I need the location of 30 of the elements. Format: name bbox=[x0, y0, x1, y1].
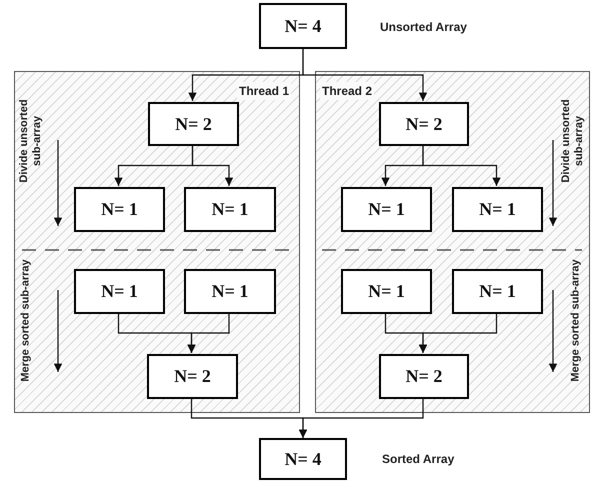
process-box: N= 2 bbox=[148, 102, 239, 146]
process-box: N= 4 bbox=[259, 3, 347, 49]
thread-panel bbox=[315, 71, 590, 413]
phase-label: Divide unsorted sub-array bbox=[560, 98, 586, 185]
arrow bbox=[298, 398, 424, 438]
arrow bbox=[302, 49, 428, 101]
process-box: N= 2 bbox=[147, 354, 238, 399]
process-box: N= 1 bbox=[452, 269, 543, 314]
phase-label: Merge sorted sub-array bbox=[570, 258, 582, 384]
phase-label: Merge sorted sub-array bbox=[20, 258, 32, 384]
thread-panel bbox=[14, 71, 300, 413]
process-box: N= 2 bbox=[379, 102, 469, 146]
arrow bbox=[418, 313, 498, 353]
thread-label: Thread 1 bbox=[236, 82, 291, 100]
process-box: N= 1 bbox=[184, 187, 276, 232]
process-box: N= 2 bbox=[379, 354, 469, 399]
node-caption: Unsorted Array bbox=[380, 19, 467, 36]
arrow bbox=[422, 145, 501, 186]
process-box: N= 1 bbox=[74, 187, 165, 232]
thread-label: Thread 2 bbox=[320, 82, 374, 100]
process-box: N= 1 bbox=[184, 269, 276, 314]
process-box: N= 1 bbox=[74, 269, 165, 314]
process-box: N= 1 bbox=[341, 187, 432, 232]
arrow bbox=[187, 313, 230, 353]
process-box: N= 1 bbox=[452, 187, 543, 232]
node-caption: Sorted Array bbox=[382, 451, 454, 468]
process-box: N= 4 bbox=[259, 438, 347, 480]
arrow bbox=[192, 145, 234, 186]
phase-label: Divide unsorted sub-array bbox=[18, 98, 44, 185]
process-box: N= 1 bbox=[341, 269, 432, 314]
